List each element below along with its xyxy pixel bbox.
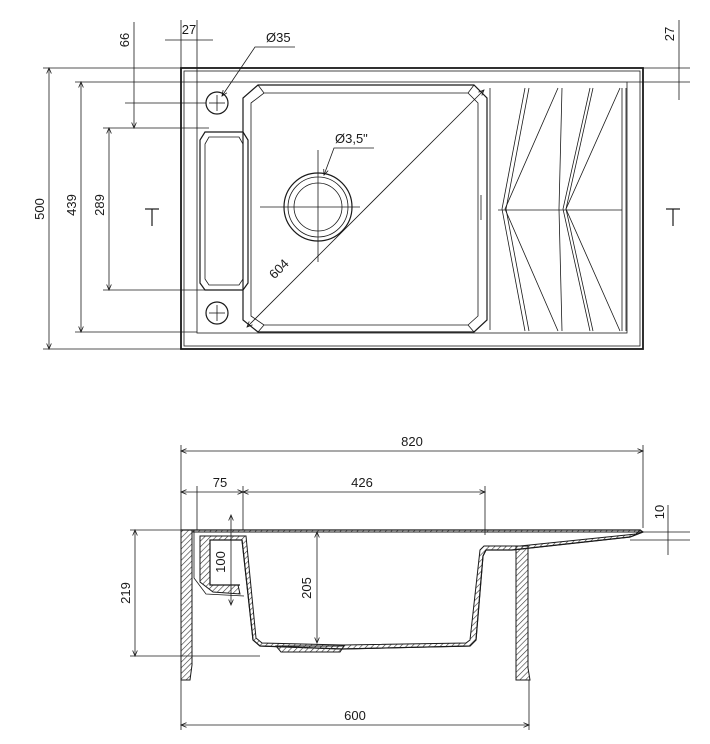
dim-10-label: 10 <box>652 505 667 519</box>
top-view: 500 439 289 66 27 Ø35 27 Ø3,5" 604 <box>32 20 690 350</box>
sink-outline <box>180 67 644 350</box>
sink-profile <box>181 529 645 653</box>
extension-lines-bottom <box>130 445 690 730</box>
drainboard-grooves <box>480 87 627 332</box>
dim-604-label: 604 <box>266 256 292 282</box>
dim-426-label: 426 <box>351 475 373 490</box>
rim-outline <box>196 81 628 334</box>
cabinet-side-left <box>180 529 193 681</box>
dim-219-label: 219 <box>118 582 133 604</box>
dim-500-label: 500 <box>32 198 47 220</box>
dim-289-label: 289 <box>92 194 107 216</box>
diagonal-dimension-line <box>247 90 484 327</box>
dim-d35in-leader <box>324 147 374 175</box>
section-marker-right <box>666 208 680 226</box>
dim-820-label: 820 <box>401 434 423 449</box>
dim-100-label: 100 <box>213 551 228 573</box>
dim-27-right-label: 27 <box>662 27 677 41</box>
dim-d35-leader <box>222 46 295 96</box>
small-compartment <box>199 131 249 291</box>
tap-hole-bottom <box>205 301 229 325</box>
extension-lines-top <box>43 20 690 350</box>
dim-d35-label: Ø35 <box>266 30 291 45</box>
dim-205-label: 205 <box>299 577 314 599</box>
section-view: 820 75 426 10 219 205 100 600 <box>118 434 690 730</box>
section-marker-left <box>145 208 159 226</box>
dim-66-label: 66 <box>117 33 132 47</box>
dim-d35in-label: Ø3,5" <box>335 131 368 146</box>
dim-600-label: 600 <box>344 708 366 723</box>
dim-439-label: 439 <box>64 194 79 216</box>
cabinet-side-right <box>515 545 531 681</box>
dim-27-top-label: 27 <box>182 22 196 37</box>
sink-inner-outline <box>183 70 641 347</box>
dim-75-label: 75 <box>213 475 227 490</box>
